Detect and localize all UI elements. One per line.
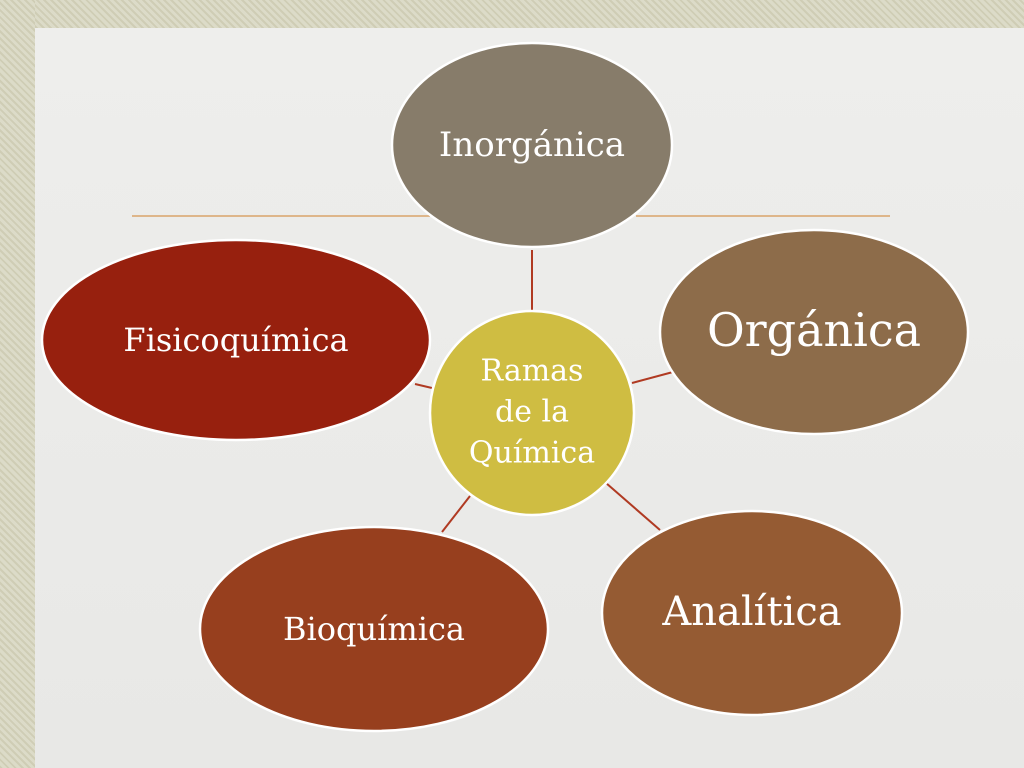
- slide-left-border: [0, 0, 35, 768]
- node-organica: Orgánica: [658, 228, 970, 436]
- slide-top-border: [0, 0, 1024, 28]
- node-inorganica: Inorgánica: [390, 41, 674, 249]
- center-node: Ramas de la Química: [428, 309, 636, 517]
- node-analitica-shape: [600, 509, 904, 717]
- node-analitica-label: Analítica: [661, 589, 841, 635]
- center-label-line-2: de la: [495, 395, 569, 430]
- node-organica-label: Orgánica: [707, 303, 921, 357]
- connector-fisicoquimica: [414, 383, 433, 389]
- center-label-line-1: Ramas: [481, 354, 584, 389]
- node-fisicoquimica-shape: [40, 238, 432, 442]
- connector-bioquimica: [441, 495, 471, 533]
- node-inorganica-shape: [390, 41, 674, 249]
- node-bioquimica-label: Bioquímica: [283, 610, 465, 648]
- node-analitica: Analítica: [600, 509, 904, 717]
- connectors: [414, 250, 674, 533]
- connector-organica: [631, 371, 674, 384]
- center-node-shape: [428, 309, 636, 517]
- center-label-line-3: Química: [469, 436, 595, 471]
- node-fisicoquimica: Fisicoquímica: [40, 238, 432, 442]
- connector-analitica: [605, 482, 661, 531]
- node-bioquimica: Bioquímica: [198, 525, 550, 733]
- node-bioquimica-shape: [198, 525, 550, 733]
- node-organica-shape: [658, 228, 970, 436]
- node-inorganica-label: Inorgánica: [439, 125, 625, 165]
- node-fisicoquimica-label: Fisicoquímica: [123, 321, 348, 359]
